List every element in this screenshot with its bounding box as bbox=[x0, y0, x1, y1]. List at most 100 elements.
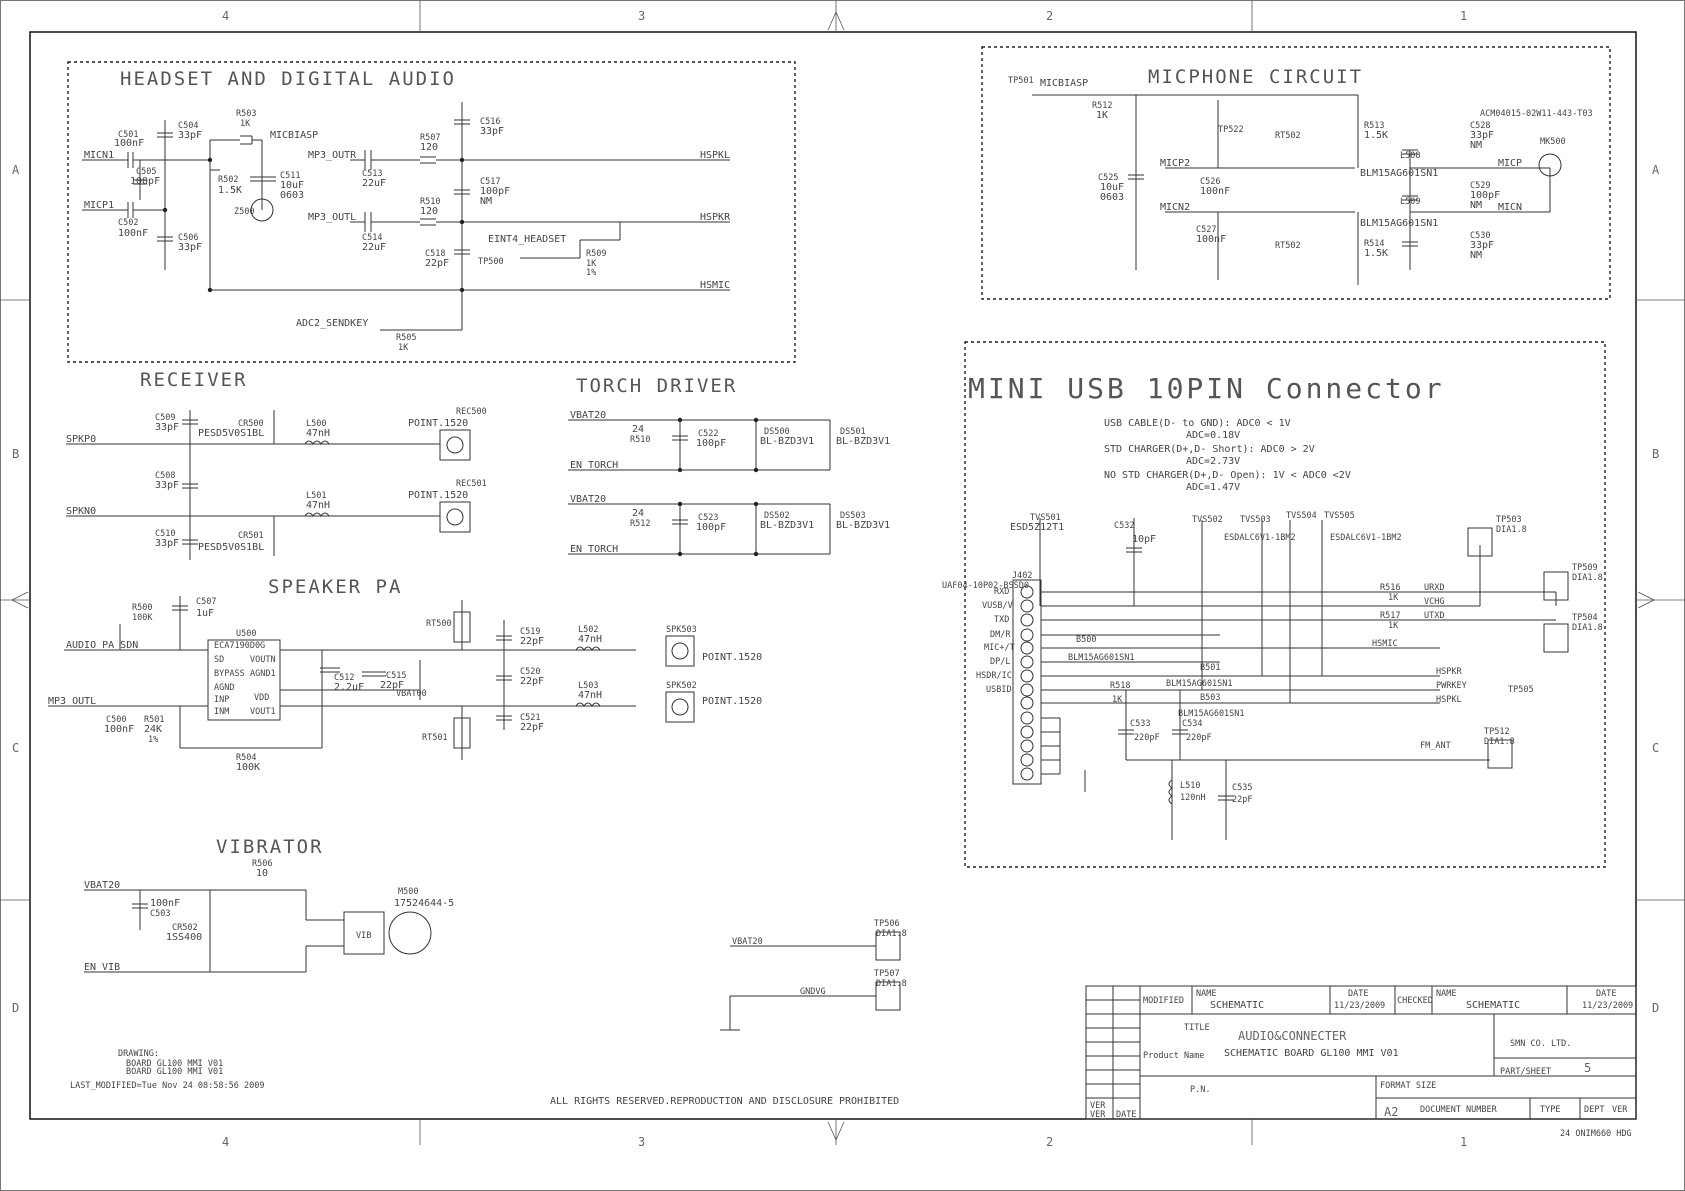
tb-company: SMN CO. LTD. bbox=[1510, 1039, 1571, 1049]
tb-checked-label: CHECKED bbox=[1397, 996, 1433, 1006]
c532-value: 10pF bbox=[1132, 534, 1156, 545]
speaker-title: SPEAKER PA bbox=[268, 576, 402, 598]
micphone-section-box bbox=[981, 46, 1611, 300]
c525-ref: C525 bbox=[1098, 173, 1118, 183]
tb-rev-ver-1: VER bbox=[1090, 1101, 1106, 1111]
net-eint4-headset: EINT4_HEADSET bbox=[488, 234, 566, 245]
tb-title-label: TITLE bbox=[1184, 1023, 1210, 1033]
zone-bottom-4: 4 bbox=[222, 1135, 229, 1149]
r517-ref: R517 bbox=[1380, 611, 1400, 621]
spk502-pad-icon bbox=[671, 698, 689, 716]
c512-ref: C512 bbox=[334, 673, 354, 683]
ds503-part: BL-BZD3V1 bbox=[836, 520, 890, 531]
net-utxd: UTXD bbox=[1424, 611, 1444, 621]
c503-ref: C503 bbox=[150, 909, 170, 919]
c508-value: 33pF bbox=[155, 480, 179, 491]
net-micp2: MICP2 bbox=[1160, 158, 1190, 169]
c509-value: 33pF bbox=[155, 422, 179, 433]
c507-value: 1uF bbox=[196, 608, 214, 619]
rec500-part: POINT.1520 bbox=[408, 418, 468, 429]
c511-value: 10uF bbox=[280, 180, 304, 191]
title-block-grid bbox=[1085, 985, 1637, 1120]
c506-value: 33pF bbox=[178, 242, 202, 253]
c520-ref: C520 bbox=[520, 667, 540, 677]
l501-value: 47nH bbox=[306, 500, 330, 511]
tvs-part-1: ESDALC6V1-1BM2 bbox=[1224, 533, 1296, 543]
net-mp3-outl: MP3_OUTL bbox=[308, 212, 356, 223]
tvs504-ref: TVS504 bbox=[1286, 511, 1317, 521]
c500-ref: C500 bbox=[106, 715, 126, 725]
c528-ref: C528 bbox=[1470, 121, 1490, 131]
l503-value: 47nH bbox=[578, 690, 602, 701]
net-mp3-outr: MP3_OUTR bbox=[308, 150, 357, 161]
r510-torch-ref: R510 bbox=[630, 435, 650, 445]
tp505-ref: TP505 bbox=[1508, 685, 1534, 695]
r504-ref: R504 bbox=[236, 753, 256, 763]
l508-part: BLM15AG601SN1 bbox=[1360, 168, 1438, 179]
r512-torch-ref: R512 bbox=[630, 519, 650, 529]
c534-ref: C534 bbox=[1182, 719, 1202, 729]
c521-ref: C521 bbox=[520, 713, 540, 723]
tp507-ref: TP507 bbox=[874, 969, 900, 979]
net-vchg: VCHG bbox=[1424, 597, 1444, 607]
r512-ref: R512 bbox=[1092, 101, 1112, 111]
zone-left-A: A bbox=[12, 163, 20, 177]
u500-pin-inp: INP bbox=[214, 695, 229, 705]
tp504-dia: DIA1.8 bbox=[1572, 623, 1603, 633]
u500-pin-bypass: BYPASS bbox=[214, 669, 245, 679]
headset-title: HEADSET AND DIGITAL AUDIO bbox=[120, 68, 456, 90]
net-hspkr: HSPKR bbox=[700, 212, 731, 223]
tb-sheet-number: 5 bbox=[1584, 1061, 1591, 1075]
r501-ref: R501 bbox=[144, 715, 164, 725]
cr500-part: PESD5V0S1BL bbox=[198, 428, 264, 439]
torch-wiring bbox=[568, 419, 831, 555]
drawing-frame bbox=[29, 31, 1637, 1120]
b501-part: BLM15AG601SN1 bbox=[1166, 679, 1233, 689]
b500-ref: B500 bbox=[1076, 635, 1096, 645]
r516-ref: R516 bbox=[1380, 583, 1400, 593]
net-vbat20-tp: VBAT20 bbox=[732, 937, 763, 947]
c521-value: 22pF bbox=[520, 722, 544, 733]
c530-nm: NM bbox=[1470, 250, 1482, 261]
r512-value: 1K bbox=[1096, 110, 1108, 121]
r509-value: 1K bbox=[586, 259, 597, 269]
spk502-part: POINT.1520 bbox=[702, 696, 762, 707]
c519-value: 22pF bbox=[520, 636, 544, 647]
c533-ref: C533 bbox=[1130, 719, 1150, 729]
drawing-board-1: BOARD GL100 MMI V01 bbox=[126, 1059, 223, 1069]
u500-ref: U500 bbox=[236, 629, 256, 639]
c505-ref: C505 bbox=[136, 167, 156, 177]
tp509-dia: DIA1.8 bbox=[1572, 573, 1603, 583]
c526-value: 100nF bbox=[1200, 186, 1230, 197]
l510-ref: L510 bbox=[1180, 781, 1200, 791]
rt502a-ref: RT502 bbox=[1275, 131, 1301, 141]
zone-bottom-1: 1 bbox=[1460, 1135, 1467, 1149]
r510-torch-value: 24 bbox=[632, 424, 644, 435]
pin-vusb: VUSB/V bbox=[982, 601, 1013, 611]
r505-ref: R505 bbox=[396, 333, 416, 343]
net-fm-ant: FM_ANT bbox=[1420, 741, 1451, 751]
zone-right-D: D bbox=[1652, 1001, 1659, 1015]
net-urxd: URXD bbox=[1424, 583, 1444, 593]
zone-bottom-2: 2 bbox=[1046, 1135, 1053, 1149]
c503-value: 100nF bbox=[150, 898, 180, 909]
c511-ref: C511 bbox=[280, 171, 300, 181]
tb-type-label: TYPE bbox=[1540, 1105, 1560, 1115]
rec501-pad-icon bbox=[446, 508, 464, 526]
j402-part: UAF04-10P02-BSSD0 bbox=[942, 581, 1029, 591]
r518-ref: R518 bbox=[1110, 681, 1130, 691]
c535-ref: C535 bbox=[1232, 783, 1252, 793]
c525-value: 10uF bbox=[1100, 182, 1124, 193]
c530-ref: C530 bbox=[1470, 231, 1490, 241]
c514-ref: C514 bbox=[362, 233, 382, 243]
zone-top-1: 1 bbox=[1460, 9, 1467, 23]
pin-dm: DM/R bbox=[990, 630, 1011, 640]
ds501-ref: DS501 bbox=[840, 427, 866, 437]
c522-value: 100pF bbox=[696, 438, 726, 449]
c518-value: 22pF bbox=[425, 258, 449, 269]
r514-value: 1.5K bbox=[1364, 248, 1388, 259]
net-hspkl-usb: HSPKL bbox=[1436, 695, 1462, 705]
c516-value: 33pF bbox=[480, 126, 504, 137]
r510-value: 120 bbox=[420, 206, 438, 217]
c515-ref: C515 bbox=[386, 671, 406, 681]
